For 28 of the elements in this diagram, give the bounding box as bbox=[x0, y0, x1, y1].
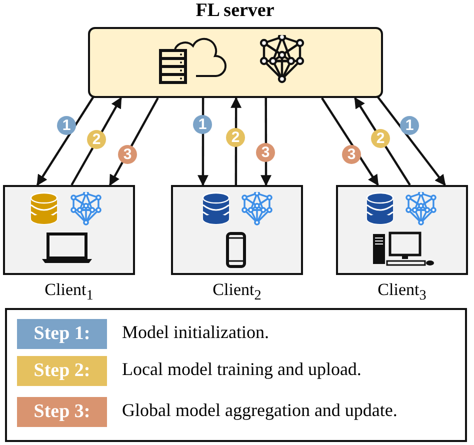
step-number-badge: 3 bbox=[118, 145, 137, 164]
server-box bbox=[88, 27, 383, 98]
legend-swatch: Step 1: bbox=[17, 319, 107, 349]
arrow bbox=[376, 95, 446, 186]
step-number-badge: 2 bbox=[371, 129, 390, 148]
arrow bbox=[230, 96, 242, 185]
client-label: Client$_{2}$ bbox=[212, 280, 262, 304]
arrow bbox=[321, 97, 379, 186]
legend-text: Local model training and upload. bbox=[122, 359, 362, 380]
step-number-badge: 3 bbox=[256, 143, 275, 162]
arrow bbox=[36, 95, 95, 186]
arrow bbox=[354, 97, 411, 186]
step-number-badge: 1 bbox=[400, 116, 419, 135]
legend-text: Global model aggregation and update. bbox=[122, 400, 398, 421]
step-number-badge: 1 bbox=[193, 115, 212, 134]
server-title: FL server bbox=[196, 0, 274, 22]
client-label: Client$_{3}$ bbox=[378, 280, 426, 304]
legend-swatch: Step 3: bbox=[17, 397, 107, 427]
step-number-badge: 1 bbox=[57, 116, 76, 135]
step-number-badge: 2 bbox=[87, 130, 106, 149]
arrow bbox=[70, 97, 122, 186]
arrow bbox=[108, 97, 159, 186]
arrow bbox=[260, 98, 272, 186]
legend-swatch: Step 2: bbox=[17, 356, 107, 386]
step-number-badge: 2 bbox=[226, 128, 245, 147]
client-label: Client$_{1}$ bbox=[44, 280, 94, 304]
step-number-badge: 3 bbox=[342, 145, 361, 164]
legend-text: Model initialization. bbox=[122, 322, 269, 343]
